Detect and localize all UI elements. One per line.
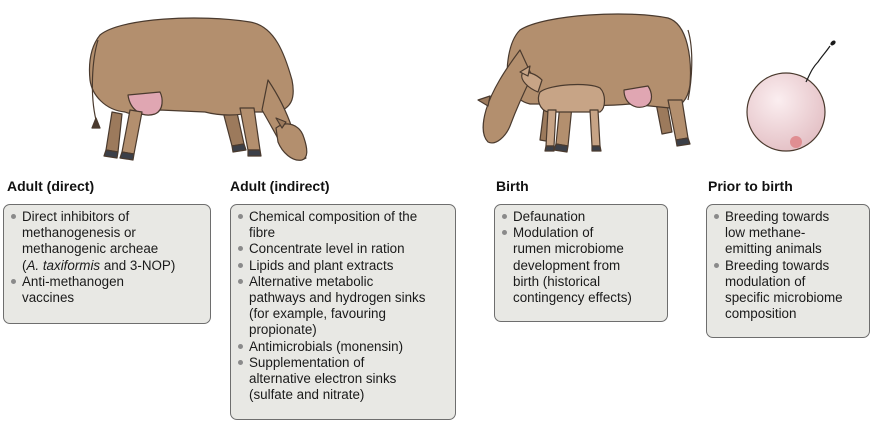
stage-heading-birth: Birth [496,178,529,194]
bullet-icon [714,263,719,268]
bullet-icon [238,214,243,219]
bullet-icon [714,214,719,219]
bullet-icon [11,279,16,284]
list-item: Concentrate level in ration [237,241,449,257]
illustration-strip [0,0,877,175]
bullet-icon [238,263,243,268]
intervention-box-adult-indirect: Chemical composition of the fibre Concen… [230,204,456,420]
intervention-box-birth: Defaunation Modulation of rumen microbio… [494,204,668,322]
list-item: Direct inhibitors of methanogenesis or m… [10,209,204,274]
list-item: Modulation of rumen microbiome developme… [501,225,661,306]
list-item: Anti-methanogen vaccines [10,274,204,306]
list-item: Alternative metabolic pathways and hydro… [237,274,449,339]
intervention-box-prior-to-birth: Breeding towards low methane- emitting a… [706,204,870,338]
cow-with-calf-illustration [478,14,692,152]
stage-heading-prior-to-birth: Prior to birth [708,178,793,194]
egg-with-sperm-illustration [747,40,837,151]
list-item: Antimicrobials (monensin) [237,339,449,355]
bullet-icon [238,360,243,365]
bullet-icon [238,246,243,251]
list-item: Defaunation [501,209,661,225]
intervention-box-adult-direct: Direct inhibitors of methanogenesis or m… [3,204,211,324]
list-item: Breeding towards modulation of specific … [713,258,863,323]
bullet-icon [502,214,507,219]
list-item: Supplementation of alternative electron … [237,355,449,404]
bullet-icon [502,230,507,235]
bullet-icon [238,279,243,284]
list-item: Chemical composition of the fibre [237,209,449,241]
grazing-cow-illustration [89,18,306,160]
list-item: Lipids and plant extracts [237,258,449,274]
stage-heading-adult-indirect: Adult (indirect) [230,178,330,194]
stage-heading-adult-direct: Adult (direct) [7,178,94,194]
bullet-icon [11,214,16,219]
bullet-icon [238,344,243,349]
list-item: Breeding towards low methane- emitting a… [713,209,863,258]
